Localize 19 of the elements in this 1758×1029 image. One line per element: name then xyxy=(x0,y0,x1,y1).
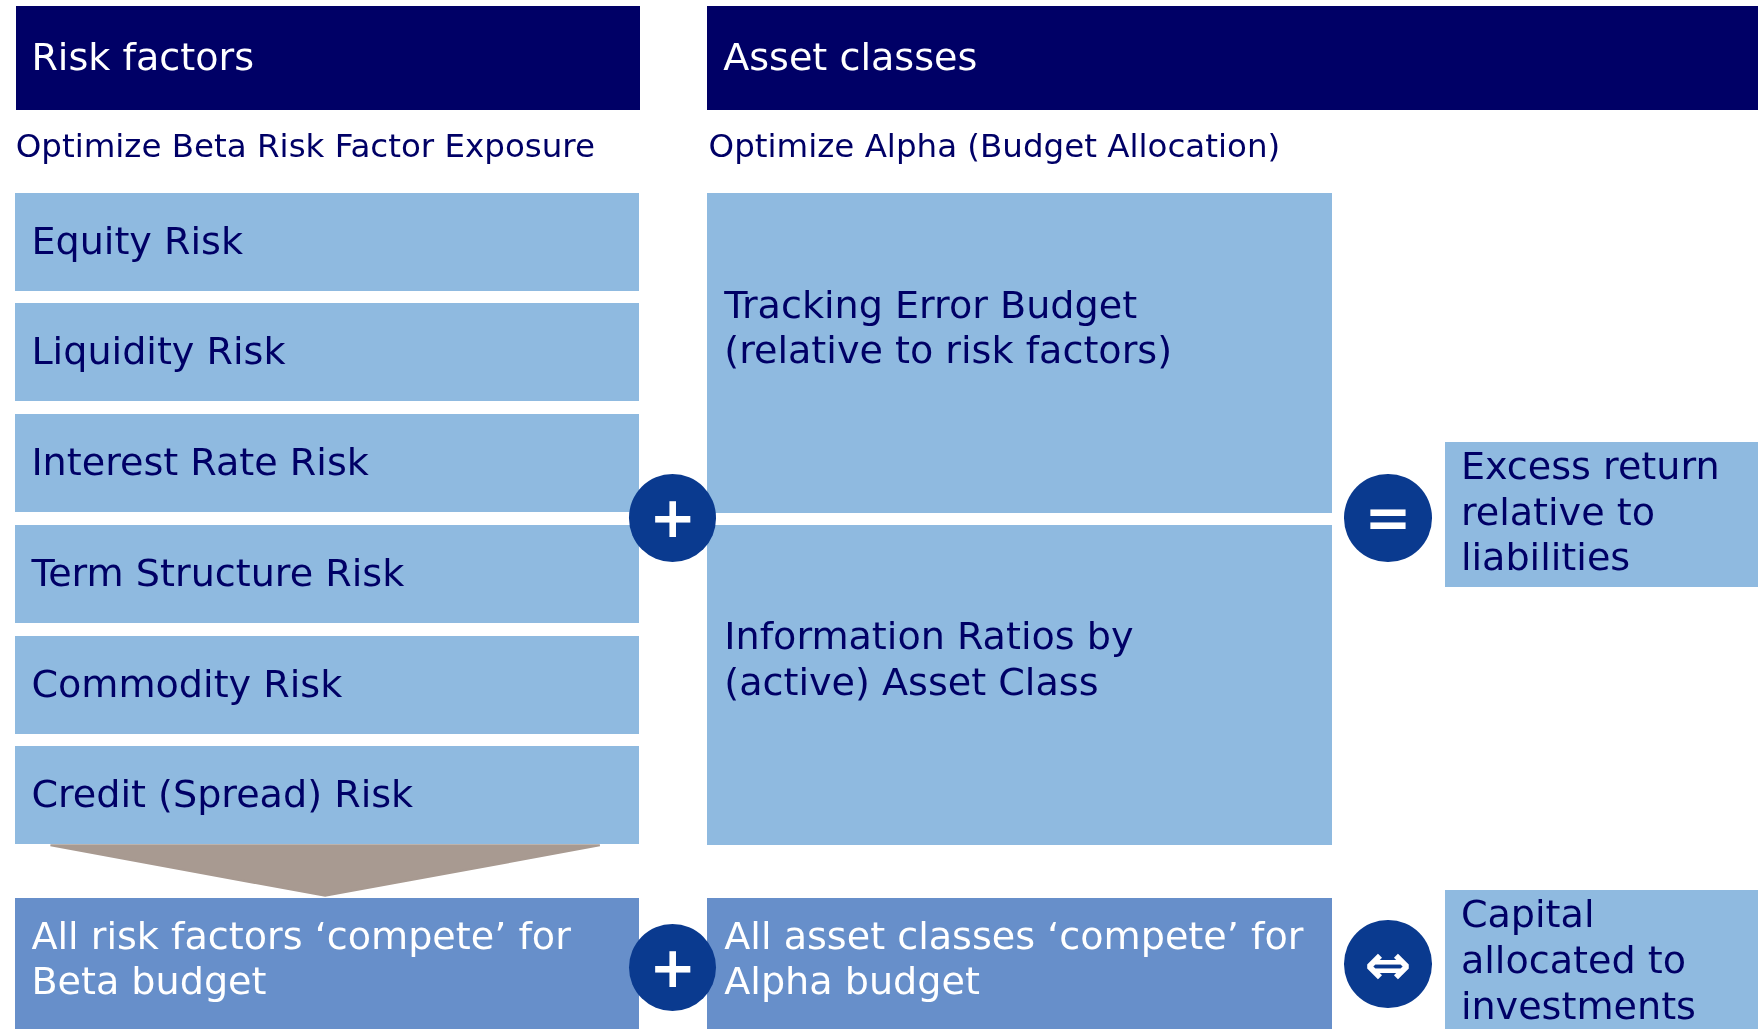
operator-circle: ⇔ xyxy=(1344,920,1432,1008)
summary-box: All asset classes ‘compete’ for Alpha budget xyxy=(707,898,1332,1029)
column-header: Risk factors xyxy=(15,5,641,110)
funnel-arrow xyxy=(49,844,601,897)
risk-factor-box: Liquidity Risk xyxy=(14,302,640,402)
operator-circle: = xyxy=(1344,474,1432,562)
risk-factor-box: Equity Risk xyxy=(14,192,640,292)
column-header: Asset classes xyxy=(707,5,1758,110)
summary-box: All risk factors ‘compete’ for Beta budget xyxy=(14,898,640,1029)
budget-box: Information Ratios by (active) Asset Class xyxy=(707,524,1332,846)
result-box: Excess return relative to liabilities xyxy=(1445,441,1758,588)
risk-factor-box: Commodity Risk xyxy=(14,635,640,735)
result-box: Capital allocated to investments xyxy=(1445,890,1758,1029)
risk-factor-box: Credit (Spread) Risk xyxy=(14,745,640,845)
subtitle: Optimize Beta Risk Factor Exposure xyxy=(15,126,595,165)
risk-factor-box: Term Structure Risk xyxy=(14,524,640,624)
risk-factor-box: Interest Rate Risk xyxy=(14,413,640,513)
budget-box: Tracking Error Budget (relative to risk factors) xyxy=(707,192,1332,514)
subtitle: Optimize Alpha (Budget Allocation) xyxy=(708,126,1281,165)
